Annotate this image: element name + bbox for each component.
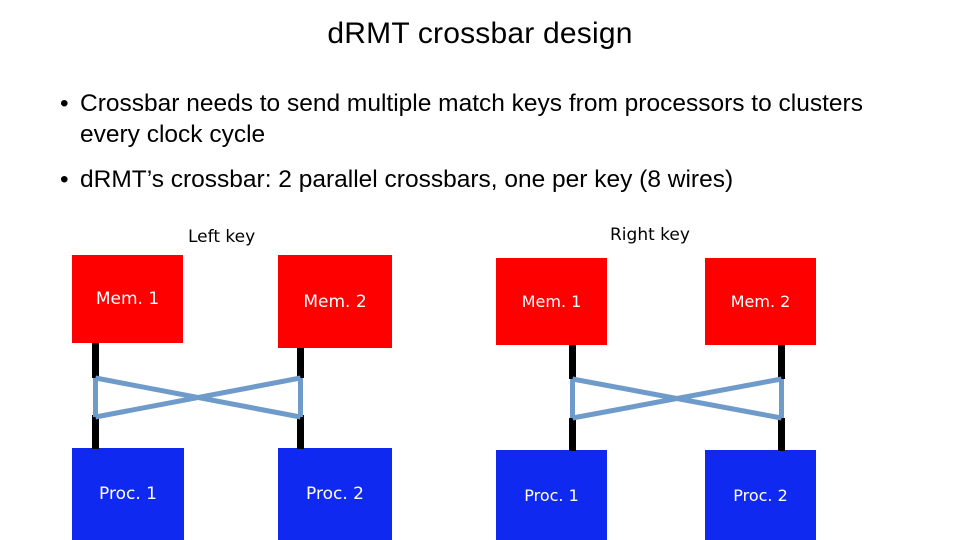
connector-right-proc-1: [569, 418, 576, 451]
memory-box-right-1: Mem. 1: [496, 258, 607, 345]
connector-left-mem-2: [297, 348, 304, 378]
bullet-item-1: • Crossbar needs to send multiple match …: [56, 88, 886, 150]
right-key-label: Right key: [610, 225, 690, 245]
connector-left-proc-1: [92, 415, 99, 449]
bullet-item-1-text: Crossbar needs to send multiple match ke…: [80, 90, 863, 148]
connector-right-mem-1: [569, 345, 576, 379]
bullet-marker-icon: •: [60, 166, 69, 193]
memory-box-right-2: Mem. 2: [705, 258, 816, 345]
bullet-marker-icon: •: [60, 90, 69, 117]
connector-right-mem-2: [778, 345, 785, 379]
processor-box-right-2: Proc. 2: [705, 450, 816, 540]
page-title: dRMT crossbar design: [327, 17, 633, 50]
left-key-label: Left key: [188, 227, 256, 247]
processor-box-left-2: Proc. 2: [278, 448, 392, 540]
connector-right-proc-2: [778, 418, 785, 451]
processor-box-left-1: Proc. 1: [72, 448, 184, 540]
memory-box-left-2: Mem. 2: [278, 255, 392, 348]
connector-left-proc-2: [297, 415, 304, 449]
connector-left-mem-1: [92, 343, 99, 378]
processor-box-right-1: Proc. 1: [496, 450, 607, 540]
body-text-block: • Crossbar needs to send multiple match …: [56, 88, 886, 195]
bullet-item-2: • dRMT’s crossbar: 2 parallel crossbars,…: [56, 164, 886, 195]
memory-box-left-1: Mem. 1: [72, 255, 183, 343]
bullet-item-2-text: dRMT’s crossbar: 2 parallel crossbars, o…: [80, 166, 734, 193]
